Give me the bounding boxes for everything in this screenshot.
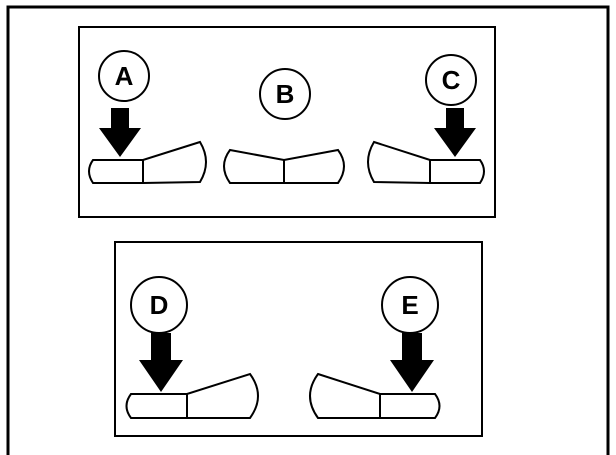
switch-e-rocker (309, 372, 441, 419)
switch-d-label-circle (130, 276, 188, 334)
switch-e-label: E (401, 290, 418, 320)
switch-c-press-arrow (434, 108, 476, 157)
switch-b-label-circle (259, 68, 311, 120)
switch-b-label: B (276, 79, 295, 109)
switch-d-press-arrow (139, 333, 183, 392)
switch-d-rocker (125, 372, 259, 419)
switch-e-label-circle (381, 276, 439, 334)
bottom-panel-border (114, 241, 483, 437)
switch-a: A (88, 50, 207, 184)
switch-c-label-circle (425, 54, 477, 106)
top-panel: A B C (78, 26, 496, 218)
switch-d-label: D (150, 290, 169, 320)
switch-c-label: C (442, 65, 461, 95)
switch-e: E (309, 276, 441, 419)
bottom-panel: D E (114, 241, 483, 437)
switch-b: B (223, 68, 345, 184)
switch-e-press-arrow (390, 333, 434, 392)
switch-c-rocker (367, 140, 485, 184)
switch-d: D (125, 276, 259, 419)
switch-a-press-arrow (99, 108, 141, 157)
switch-a-label-circle (98, 50, 150, 102)
top-panel-border (78, 26, 496, 218)
switch-c: C (367, 54, 485, 184)
switch-a-rocker (88, 140, 207, 184)
switch-b-rocker (223, 148, 345, 184)
outer-frame (6, 5, 610, 455)
switch-a-label: A (115, 61, 134, 91)
